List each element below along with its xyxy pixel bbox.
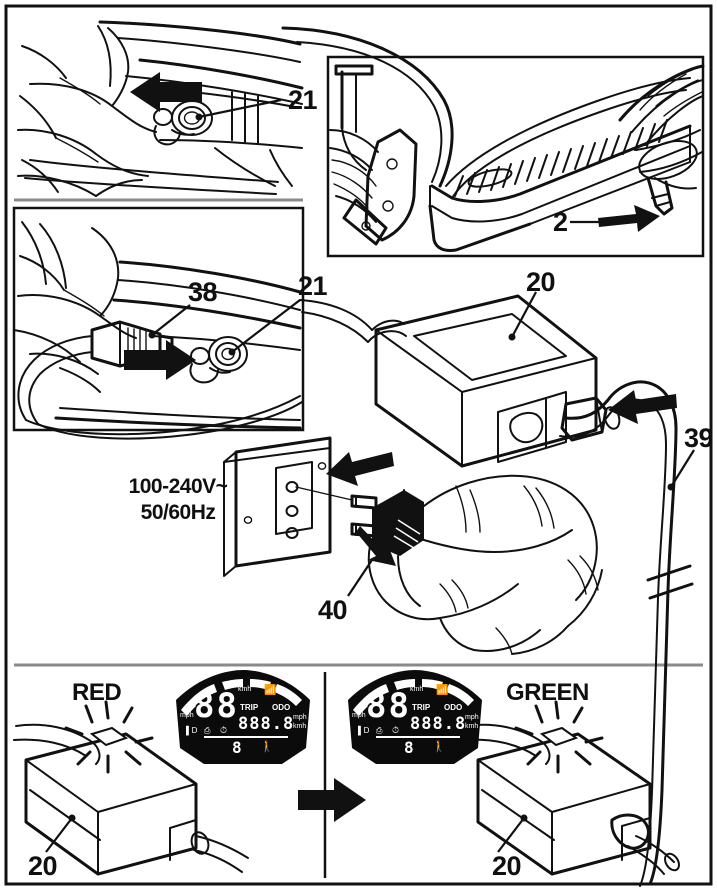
arrow-left-icon [130, 72, 202, 112]
mains-plug-body [372, 490, 424, 556]
lcd-left-trip-label: TRIP [240, 703, 259, 712]
callout-2: 2 [553, 207, 568, 237]
lcd-right-distance-unit-top: mph [465, 714, 479, 721]
lcd-left-distance-unit-top: mph [293, 714, 307, 721]
headlight-icon: ▌D [358, 726, 370, 735]
cruise-icon: ⏱ [392, 725, 400, 735]
status-label-green: GREEN [506, 679, 589, 706]
power-adapter-brick [374, 294, 598, 468]
lcd-left-distance-value: 888.8 [238, 714, 295, 734]
wall-socket-plate [234, 436, 332, 568]
panel-charging-green [463, 700, 680, 876]
lcd-left-distance-unit-bottom: kmh [293, 723, 307, 730]
bluetooth-icon: 📶 [264, 685, 277, 696]
led-flash-rays [64, 700, 154, 774]
lcd-left-gear-value: 8 [232, 738, 242, 757]
callout-21-top: 21 [288, 85, 318, 115]
lcd-display-left [176, 670, 310, 764]
status-label-red: RED [72, 679, 122, 706]
charger-brick-green [476, 732, 652, 876]
lcd-right-speed-value: 88 [366, 686, 411, 726]
charger-brick-red [24, 732, 198, 876]
lcd-right-trip-label: TRIP [412, 703, 431, 712]
lcd-left-speed-unit-top: kmh [238, 686, 252, 693]
walk-mode-icon: 🚶 [260, 741, 274, 753]
voltage-rating-line2: 50/60Hz [140, 501, 216, 524]
panel-charging-red [13, 700, 249, 876]
lcd-left-speed-value: 88 [194, 686, 239, 726]
adapter-label-area [413, 313, 567, 381]
cruise-icon: ⏱ [220, 725, 228, 735]
callout-20-adapter: 20 [526, 267, 556, 297]
lcd-right-odo-label: ODO [444, 703, 463, 712]
lcd-readout-left: mph 88 kmh 📶 TRIP ODO 888.8 mph kmh ▌D ⎙… [176, 670, 316, 766]
callout-21-mid: 21 [298, 271, 328, 301]
arrow-right-icon [298, 778, 366, 822]
arrow-up-left-icon [356, 526, 396, 566]
charger-led-red [89, 726, 129, 747]
panel-insert-connector [12, 206, 305, 440]
battery-icon: ⎙ [204, 726, 211, 735]
walk-mode-icon: 🚶 [432, 741, 446, 753]
lcd-left-speed-unit-left: mph [180, 712, 194, 719]
lcd-right-gear-value: 8 [404, 738, 414, 757]
headlight-icon: ▌D [186, 726, 198, 735]
arrow-left-icon [608, 390, 677, 424]
scooter-inset-frame [326, 55, 705, 258]
panel-scooter-overview [281, 26, 705, 258]
lcd-right-speed-unit-left: mph [352, 712, 366, 719]
callout-40: 40 [318, 595, 348, 625]
lcd-readout-right: mph 88 kmh 📶 TRIP ODO 888.8 mph kmh ▌D ⎙… [348, 670, 488, 766]
lcd-right-distance-unit-bottom: kmh [465, 723, 479, 730]
insert-connector-frame [12, 206, 305, 432]
arrow-right-icon [124, 340, 196, 380]
panel-open-port-cover [17, 20, 304, 197]
battery-icon: ⎙ [376, 726, 383, 735]
callout-20-red: 20 [28, 851, 58, 881]
lcd-right-distance-value: 888.8 [410, 714, 467, 734]
adapter-socket [509, 412, 544, 444]
arrow-left-icon [326, 452, 394, 486]
charger-led-green [539, 726, 579, 747]
arrow-right-icon [598, 205, 660, 232]
voltage-rating-line1: 100-240V~ [128, 475, 228, 498]
bluetooth-icon: 📶 [436, 685, 449, 696]
callout-39: 39 [684, 423, 714, 453]
lcd-left-odo-label: ODO [272, 703, 291, 712]
lcd-right-speed-unit-top: kmh [410, 686, 424, 693]
callout-20-green: 20 [492, 851, 522, 881]
charger-output-plug [610, 813, 650, 850]
outer-frame [4, 4, 713, 886]
socket-recess [275, 461, 313, 535]
panel-adapter-and-mains [223, 291, 695, 887]
callout-38: 38 [188, 277, 218, 307]
led-flash-rays [514, 700, 604, 774]
lcd-display-right [348, 670, 482, 764]
